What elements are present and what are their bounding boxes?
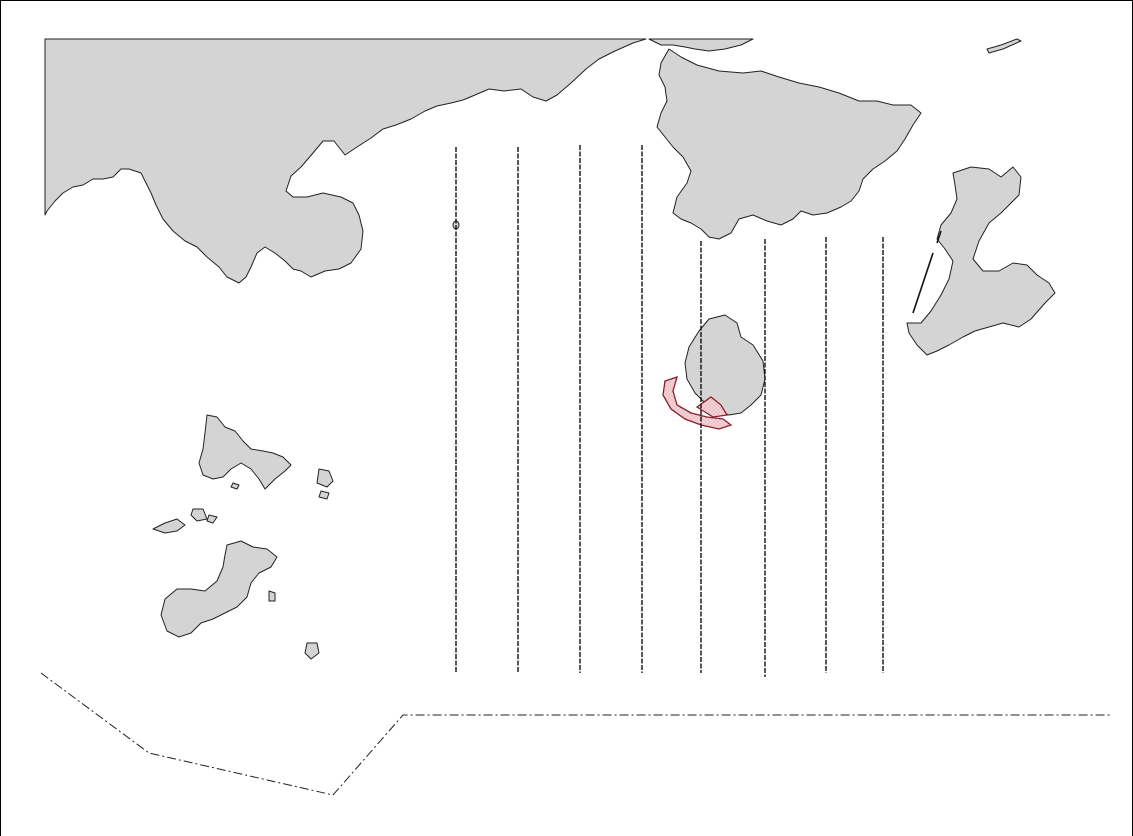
central-island	[684, 314, 766, 416]
southwest-island-north	[198, 414, 292, 490]
southwest-islet-1	[230, 482, 240, 490]
restricted-zone[interactable]	[662, 375, 733, 430]
north-mainland-bay-edge	[648, 38, 754, 52]
southwest-island-south	[160, 540, 278, 638]
southwest-islet-east-2	[318, 490, 330, 500]
southwest-islet-3	[206, 514, 218, 524]
restricted-zone-inner[interactable]	[695, 396, 729, 418]
offshore-boundary-line	[40, 672, 1112, 796]
southwest-islet-4	[152, 518, 186, 534]
east-island-pier-2	[936, 230, 942, 244]
southwest-islet-2	[190, 508, 208, 522]
east-island-pier	[912, 252, 934, 314]
survey-track-lines	[455, 145, 884, 677]
northeast-islet	[986, 38, 1022, 54]
north-mainland-coast	[44, 38, 647, 284]
southwest-islet-5	[268, 590, 276, 602]
northeast-peninsula	[656, 48, 922, 240]
southwest-islet-east	[316, 468, 334, 488]
southwest-islet-6	[304, 642, 320, 660]
east-island	[906, 166, 1056, 356]
